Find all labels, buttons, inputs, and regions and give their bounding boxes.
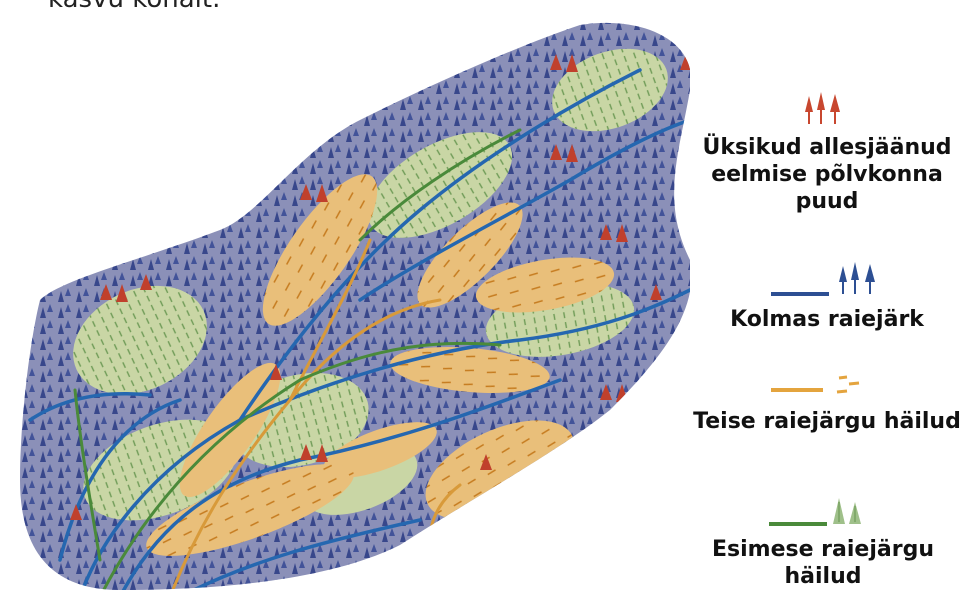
legend-label-third-cut: Kolmas raiejärk [687, 306, 967, 333]
legend-item-first-cut: Esimese raiejärgu häilud [683, 492, 963, 590]
green-line-seedlings-icon [763, 492, 883, 532]
forest-gap-diagram [0, 0, 690, 597]
blue-line-trees-icon [767, 258, 887, 300]
legend-item-second-cut: Teise raiejärgu häilud [687, 370, 967, 435]
legend-item-third-cut: Kolmas raiejärk [687, 258, 967, 333]
orange-line-dashes-icon [767, 370, 887, 400]
legend-label-second-cut: Teise raiejärgu häilud [687, 408, 967, 435]
legend-label-first-cut: Esimese raiejärgu häilud [683, 536, 963, 590]
red-trees-icon [797, 88, 857, 128]
legend-label-old-trees: Üksikud allesjäänud eelmise põlvkonna pu… [687, 134, 967, 215]
legend-item-old-trees: Üksikud allesjäänud eelmise põlvkonna pu… [687, 88, 967, 215]
